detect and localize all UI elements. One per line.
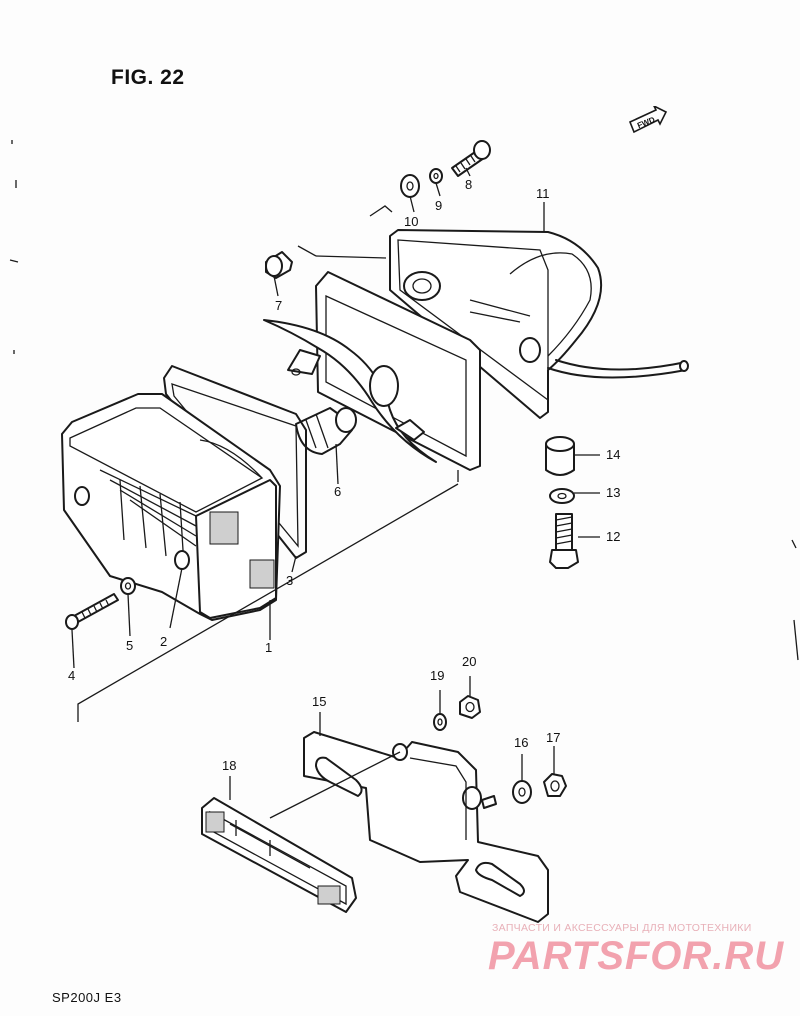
callout-19: 19 xyxy=(430,668,444,683)
callout-13: 13 xyxy=(606,485,620,500)
callout-9: 9 xyxy=(435,198,442,213)
watermark-tagline: ЗАПЧАСТИ И АКСЕССУАРЫ ДЛЯ МОТОТЕХНИКИ xyxy=(492,922,752,934)
callout-18: 18 xyxy=(222,758,236,773)
part-18-reflector xyxy=(201,797,357,913)
callout-20: 20 xyxy=(462,654,476,669)
watermark-logo: PARTSFOR.RU xyxy=(488,934,785,978)
callout-11: 11 xyxy=(536,186,550,201)
part-15-plate-bracket xyxy=(303,731,549,923)
part-12-bolt xyxy=(549,513,579,569)
part-5-washer xyxy=(120,577,136,595)
part-19-washer xyxy=(433,713,447,731)
callout-16: 16 xyxy=(514,735,528,750)
scan-margin-marks xyxy=(9,140,799,661)
part-13-washer xyxy=(549,488,575,504)
callout-2: 2 xyxy=(160,634,167,649)
fwd-arrow-icon: FWD xyxy=(628,104,668,139)
group-bracket-10 xyxy=(369,205,393,217)
part-4-screw xyxy=(65,593,119,630)
callout-labels: 1 2 3 4 5 6 7 8 9 10 11 12 13 14 15 16 1… xyxy=(68,177,620,773)
part-17-nut xyxy=(543,773,567,797)
callout-6: 6 xyxy=(334,484,341,499)
part-6-bulb xyxy=(295,407,357,455)
part-8-screw xyxy=(451,140,491,177)
part-7-grommet xyxy=(265,251,293,279)
callout-5: 5 xyxy=(126,638,133,653)
part-20-nut xyxy=(459,695,481,719)
callout-15: 15 xyxy=(312,694,326,709)
part-2-lens xyxy=(61,393,281,621)
callout-17: 17 xyxy=(546,730,560,745)
callout-12: 12 xyxy=(606,529,620,544)
part-16-washer xyxy=(512,780,532,804)
callout-4: 4 xyxy=(68,668,75,683)
callout-10: 10 xyxy=(404,214,418,229)
figure-title: FIG. 22 xyxy=(111,66,185,89)
leader-lines xyxy=(71,167,600,819)
model-code: SP200J E3 xyxy=(52,990,122,1005)
part-14-spacer xyxy=(545,436,575,476)
part-11-housing xyxy=(389,229,689,419)
part-10-washer xyxy=(400,174,420,198)
callout-8: 8 xyxy=(465,177,472,192)
part-9-lock-washer xyxy=(429,168,443,184)
callout-7: 7 xyxy=(275,298,282,313)
lamp-base-plate xyxy=(263,271,481,471)
callout-14: 14 xyxy=(606,447,620,462)
callout-3: 3 xyxy=(286,573,293,588)
callout-1: 1 xyxy=(265,640,272,655)
